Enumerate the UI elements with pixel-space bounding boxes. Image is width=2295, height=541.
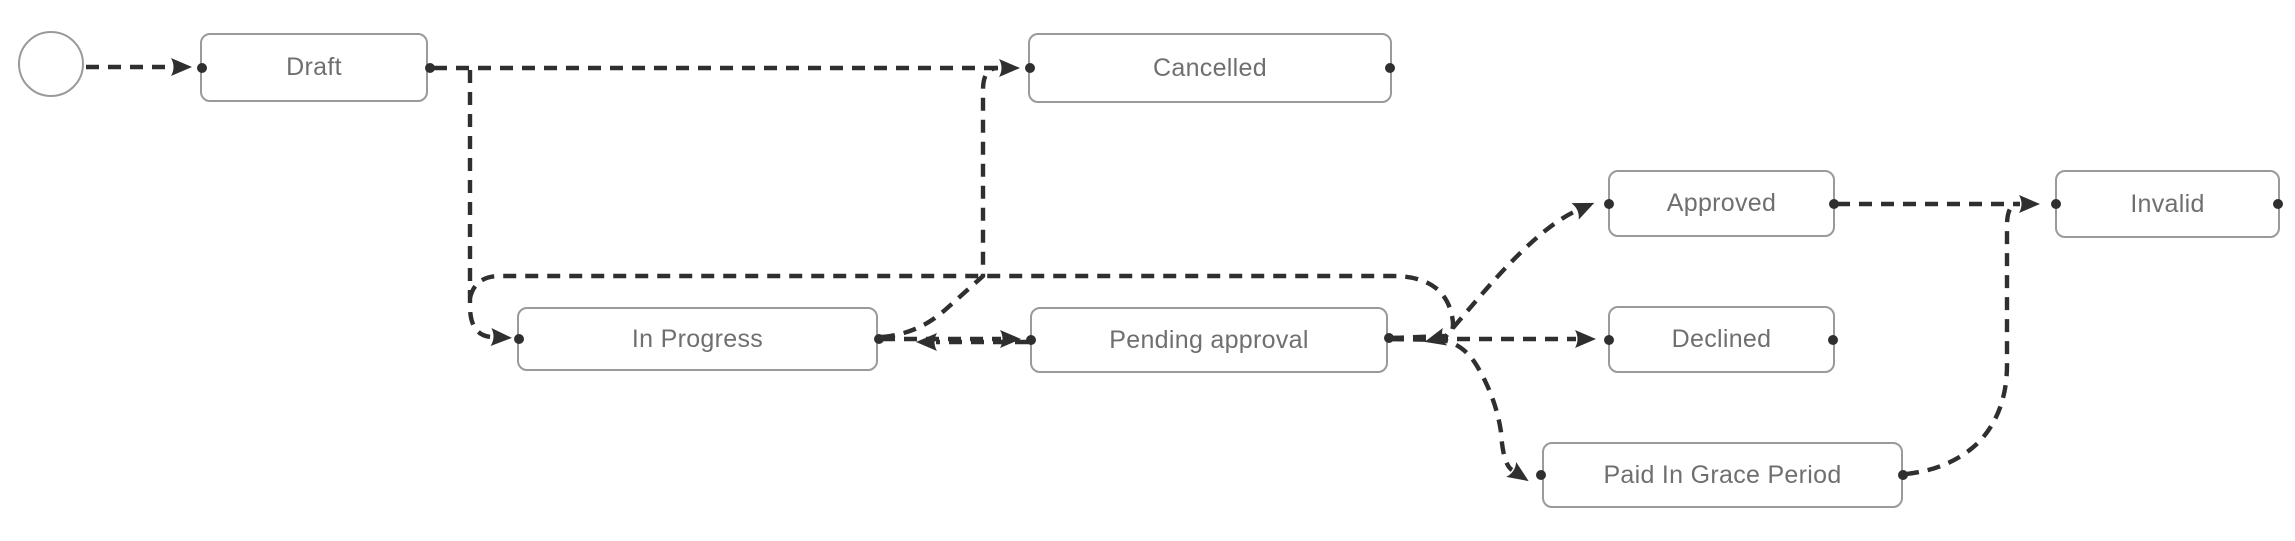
state-node-draft[interactable]: Draft (200, 33, 428, 102)
state-node-draft-label: Draft (286, 53, 342, 81)
state-node-cancelled[interactable]: Cancelled (1028, 33, 1392, 103)
connection-handle-group (197, 63, 2283, 480)
edge-draft-to-in-progress (467, 70, 512, 346)
edge-paid-in-grace-period-to-invalid (1905, 201, 2019, 477)
state-node-paid-in-grace-period[interactable]: Paid In Grace Period (1542, 442, 1903, 508)
state-node-declined-label: Declined (1671, 325, 1772, 353)
state-node-approved[interactable]: Approved (1608, 170, 1835, 237)
state-node-cancelled-label: Cancelled (1153, 53, 1267, 82)
edge-group (86, 58, 2040, 482)
state-node-invalid[interactable]: Invalid (2055, 170, 2280, 238)
state-node-in-progress[interactable]: In Progress (517, 307, 878, 371)
state-node-approved-label: Approved (1666, 189, 1777, 217)
edge-pending-approval-to-paid-in-grace-period (1390, 336, 1529, 482)
state-node-invalid-label: Invalid (2130, 189, 2205, 218)
state-node-paid-in-grace-period-label: Paid In Grace Period (1603, 460, 1842, 489)
edge-in-progress-to-cancelled (881, 65, 999, 340)
state-node-declined[interactable]: Declined (1608, 306, 1835, 373)
start-node-circle[interactable] (18, 31, 84, 97)
state-node-pending-approval-label: Pending approval (1109, 325, 1309, 354)
edge-pending-approval-to-approved (1390, 202, 1595, 341)
state-node-in-progress-label: In Progress (631, 324, 764, 353)
state-node-pending-approval[interactable]: Pending approval (1030, 307, 1388, 373)
